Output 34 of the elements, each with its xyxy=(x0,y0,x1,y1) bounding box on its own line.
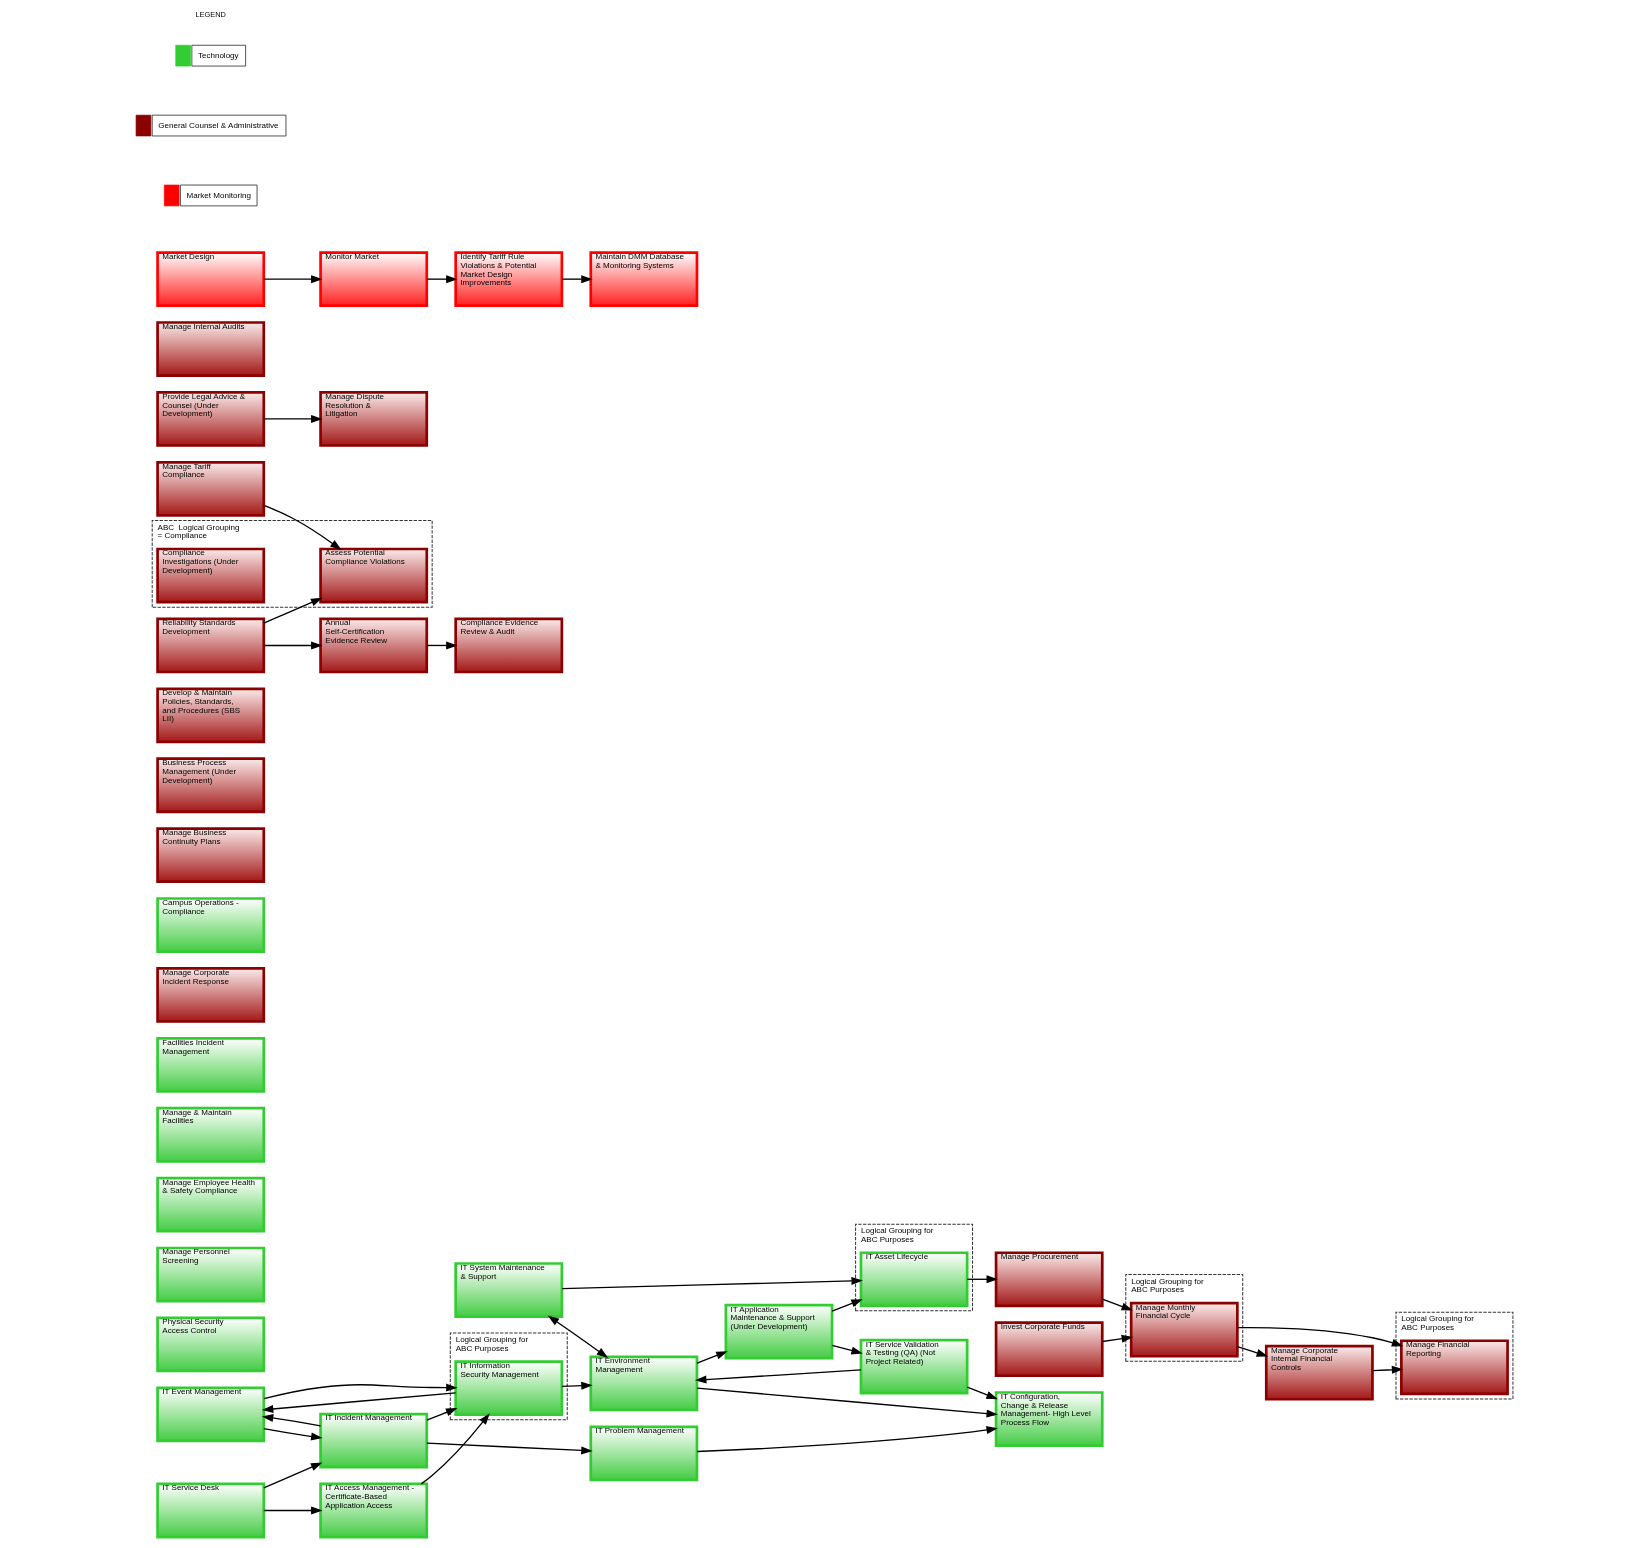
arrow xyxy=(560,1381,593,1390)
arrow xyxy=(262,1462,322,1489)
arrow xyxy=(262,504,342,551)
arrow xyxy=(425,641,458,650)
arrow xyxy=(425,1408,457,1421)
arrow xyxy=(695,1387,998,1418)
arrow xyxy=(261,1414,321,1427)
arrow xyxy=(966,1386,998,1400)
arrow xyxy=(830,1344,863,1355)
arrow xyxy=(262,1506,323,1515)
arrow xyxy=(262,641,323,650)
arrow xyxy=(262,275,323,284)
arrow xyxy=(695,1351,728,1364)
arrow xyxy=(262,414,323,423)
arrow xyxy=(560,1276,863,1290)
arrow xyxy=(696,1426,998,1453)
arrow xyxy=(547,1315,608,1358)
arrow xyxy=(262,1383,458,1400)
arrow xyxy=(261,1392,456,1413)
label: LEGEND xyxy=(195,9,226,19)
arrow xyxy=(262,1427,323,1441)
arrow xyxy=(1236,1345,1268,1357)
arrow xyxy=(262,597,322,624)
arrow xyxy=(425,275,458,284)
arrow xyxy=(694,1369,861,1384)
arrow xyxy=(425,1442,593,1455)
arrow xyxy=(560,275,593,284)
arrow xyxy=(420,1413,490,1485)
arrow xyxy=(1101,1298,1133,1311)
arrow xyxy=(1371,1365,1403,1374)
arrow xyxy=(1236,1326,1403,1347)
arrow xyxy=(966,1275,998,1284)
arrow xyxy=(830,1299,863,1312)
arrow xyxy=(1101,1334,1133,1343)
